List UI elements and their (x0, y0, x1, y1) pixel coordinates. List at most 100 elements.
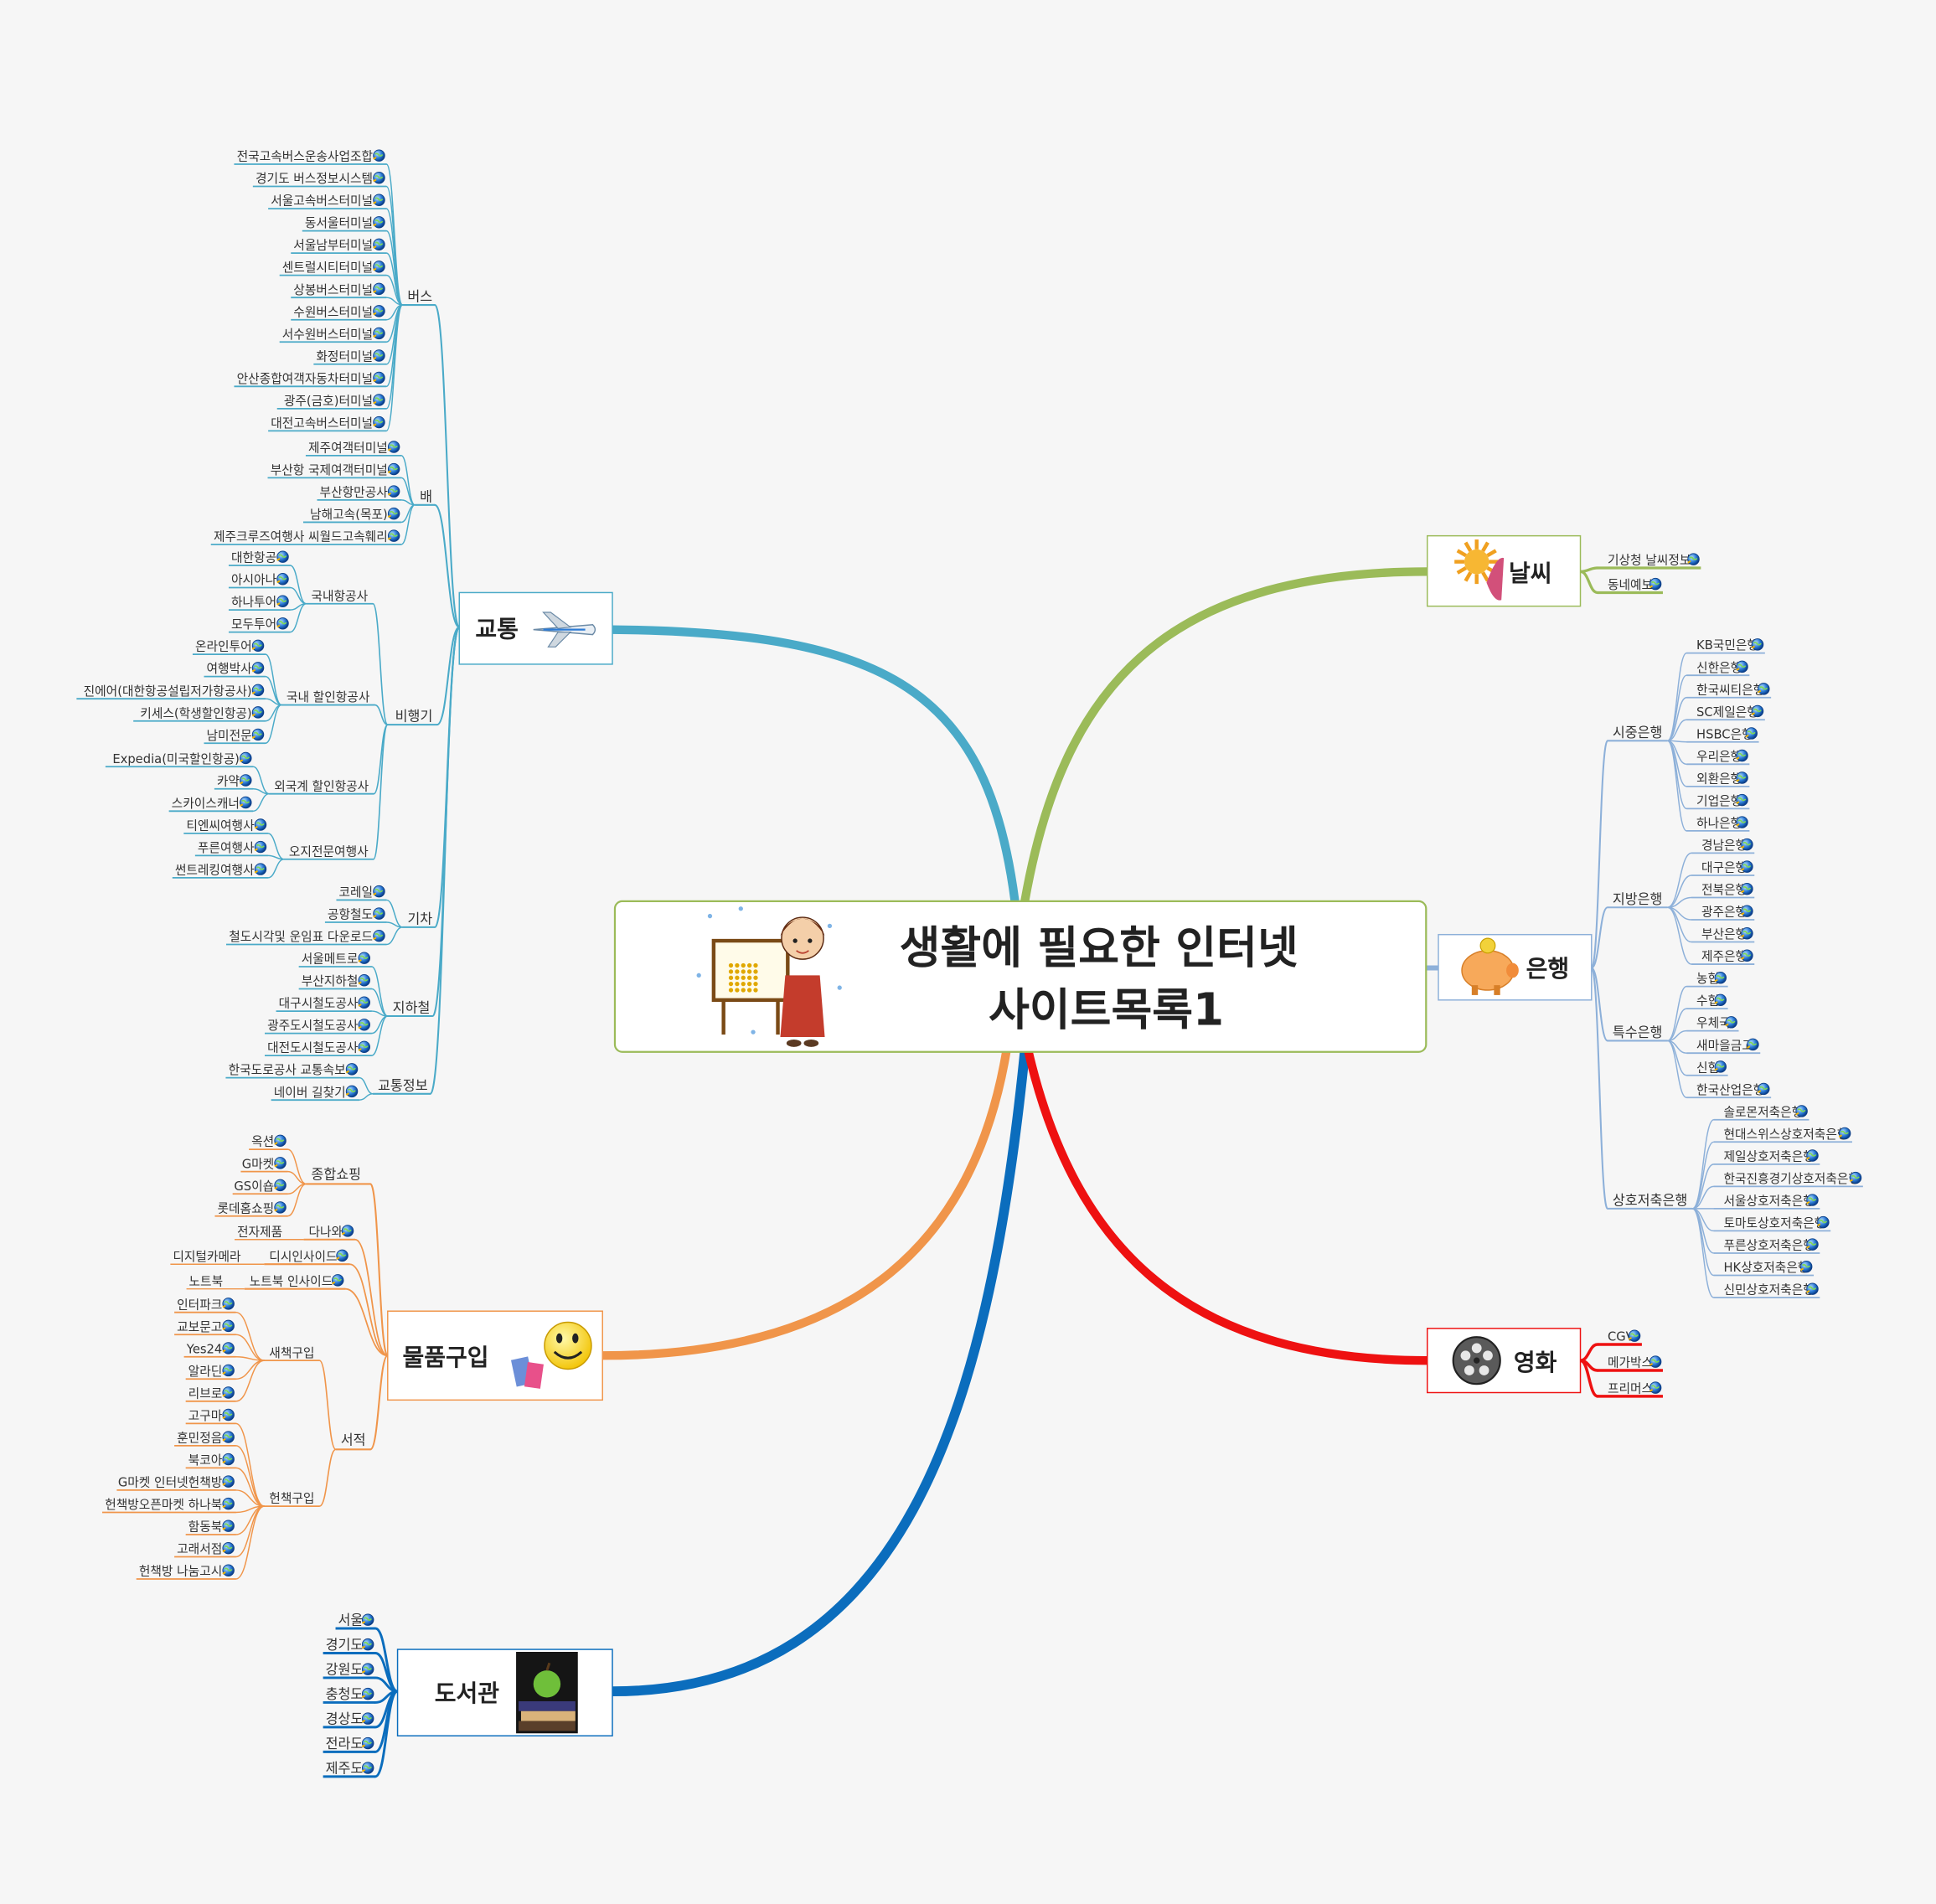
web-link-icon[interactable] (361, 1762, 374, 1774)
web-link-icon[interactable] (274, 1134, 287, 1148)
web-link-icon[interactable] (222, 1386, 235, 1399)
leaf-link[interactable]: 제일상호저축은행 (1723, 1149, 1814, 1164)
leaf-link[interactable]: 고래서점 (177, 1542, 222, 1556)
topic-교통-label[interactable]: 교통 (475, 616, 519, 643)
web-link-icon[interactable] (373, 193, 385, 206)
leaf-link[interactable]: 강원도 (326, 1662, 364, 1678)
web-link-icon[interactable] (358, 974, 371, 987)
web-link-icon[interactable] (373, 349, 385, 362)
group-label[interactable]: 버스 (407, 289, 432, 305)
leaf-link[interactable]: 전북은행 (1701, 883, 1747, 897)
web-link-icon[interactable] (254, 863, 267, 875)
topic-도서관-label[interactable]: 도서관 (435, 1680, 500, 1707)
group-label[interactable]: 지방은행 (1613, 891, 1663, 907)
leaf-link[interactable]: SC제일은행 (1696, 705, 1758, 720)
leaf-link[interactable]: 대구은행 (1701, 861, 1747, 875)
leaf-link[interactable]: 토마토상호저축은행 (1723, 1216, 1825, 1231)
web-link-icon[interactable] (358, 952, 371, 964)
leaf-link[interactable]: 프리머스 (1608, 1381, 1653, 1396)
web-link-icon[interactable] (222, 1541, 235, 1555)
web-link-icon[interactable] (1747, 1038, 1759, 1051)
leaf-link[interactable]: 서울 (338, 1612, 363, 1628)
leaf-link[interactable]: 온라인투어 (195, 640, 252, 654)
web-link-icon[interactable] (222, 1298, 235, 1310)
topic-은행-label[interactable]: 은행 (1526, 955, 1570, 983)
web-link-icon[interactable] (361, 1613, 374, 1626)
leaf-link[interactable]: 수원버스터미널 (293, 305, 373, 319)
web-link-icon[interactable] (222, 1475, 235, 1488)
group-label[interactable]: 교통정보 (378, 1077, 428, 1093)
leaf-link[interactable]: 기업은행 (1696, 794, 1742, 808)
subgroup-label[interactable]: 국내항공사 (311, 589, 368, 603)
group-label[interactable]: 시중은행 (1613, 725, 1663, 740)
leaf-link[interactable]: 제주은행 (1701, 950, 1747, 964)
web-link-icon[interactable] (373, 929, 385, 942)
leaf-link[interactable]: 남해고속(목포) (310, 508, 388, 522)
leaf-link[interactable]: 카약 (217, 774, 240, 788)
leaf-link[interactable]: 진에어(대한항공설립저가항공사) (84, 684, 252, 699)
web-link-icon[interactable] (276, 595, 289, 607)
leaf-link[interactable]: 안산종합여객자동차터미널 (237, 372, 374, 386)
web-link-icon[interactable] (387, 485, 400, 498)
leaf-link[interactable]: 충청도 (326, 1686, 364, 1702)
leaf-link[interactable]: 외환은행 (1696, 771, 1742, 786)
web-link-icon[interactable] (1741, 838, 1753, 851)
leaf-link[interactable]: 신한은행 (1696, 661, 1742, 675)
group-label[interactable]: 비행기 (395, 709, 433, 725)
leaf-link[interactable]: 새마을금고 (1696, 1039, 1753, 1053)
web-link-icon[interactable] (1714, 993, 1727, 1007)
leaf-link[interactable]: 제주여객터미널 (308, 441, 388, 455)
web-link-icon[interactable] (373, 394, 385, 406)
web-link-icon[interactable] (222, 1319, 235, 1333)
leaf-link[interactable]: 훈민정음 (177, 1431, 222, 1445)
leaf-link[interactable]: 광주도시철도공사 (267, 1019, 359, 1033)
web-link-icon[interactable] (361, 1663, 374, 1675)
leaf-link[interactable]: 경기도 버스정보시스템 (256, 172, 373, 186)
leaf-link[interactable]: 키세스(학생할인항공) (140, 706, 251, 720)
topic-날씨-label[interactable]: 날씨 (1509, 560, 1552, 587)
web-link-icon[interactable] (373, 327, 385, 340)
web-link-icon[interactable] (1741, 860, 1753, 873)
leaf-link[interactable]: 부산항 국제여객터미널 (271, 463, 388, 477)
leaf-link[interactable]: 제주도 (326, 1760, 364, 1776)
web-link-icon[interactable] (276, 617, 289, 630)
leaf-link[interactable]: 전라도 (326, 1736, 364, 1752)
web-link-icon[interactable] (1757, 1082, 1770, 1096)
web-link-icon[interactable] (1741, 949, 1753, 962)
web-link-icon[interactable] (387, 441, 400, 453)
leaf-link[interactable]: 썬트레킹여행사 (175, 863, 255, 877)
leaf-link[interactable]: 하나투어 (231, 596, 276, 610)
group-link[interactable]: 다나와 (308, 1225, 343, 1239)
web-link-icon[interactable] (373, 261, 385, 273)
web-link-icon[interactable] (222, 1364, 235, 1377)
web-link-icon[interactable] (1741, 927, 1753, 940)
leaf-link[interactable]: 서울상호저축은행 (1723, 1194, 1814, 1208)
web-link-icon[interactable] (1806, 1149, 1819, 1162)
web-link-icon[interactable] (274, 1179, 287, 1192)
web-link-icon[interactable] (1806, 1282, 1819, 1295)
web-link-icon[interactable] (1849, 1171, 1862, 1184)
web-link-icon[interactable] (239, 796, 252, 809)
web-link-icon[interactable] (345, 1063, 359, 1076)
web-link-icon[interactable] (222, 1520, 235, 1532)
web-link-icon[interactable] (222, 1431, 235, 1443)
web-link-icon[interactable] (251, 684, 265, 697)
leaf-link[interactable]: 푸른상호저축은행 (1723, 1239, 1814, 1253)
leaf-link[interactable]: 한국씨티은행 (1696, 683, 1764, 697)
web-link-icon[interactable] (387, 529, 400, 542)
leaf-link[interactable]: 철도시각및 운임표 다운로드 (229, 930, 373, 944)
web-link-icon[interactable] (254, 840, 267, 854)
web-link-icon[interactable] (1741, 882, 1753, 895)
group-label[interactable]: 상호저축은행 (1613, 1192, 1687, 1208)
web-link-icon[interactable] (239, 751, 252, 765)
web-link-icon[interactable] (361, 1687, 374, 1700)
leaf-link[interactable]: Expedia(미국할인항공) (112, 752, 240, 766)
web-link-icon[interactable] (361, 1736, 374, 1750)
web-link-icon[interactable] (1687, 553, 1700, 565)
leaf-link[interactable]: 솔로몬저축은행 (1723, 1105, 1803, 1119)
web-link-icon[interactable] (341, 1225, 354, 1237)
leaf-link[interactable]: 푸른여행사 (198, 841, 255, 855)
web-link-icon[interactable] (1736, 816, 1748, 828)
leaf-link[interactable]: 한국진흥경기상호저축은행 (1723, 1171, 1860, 1186)
web-link-icon[interactable] (1736, 749, 1748, 762)
